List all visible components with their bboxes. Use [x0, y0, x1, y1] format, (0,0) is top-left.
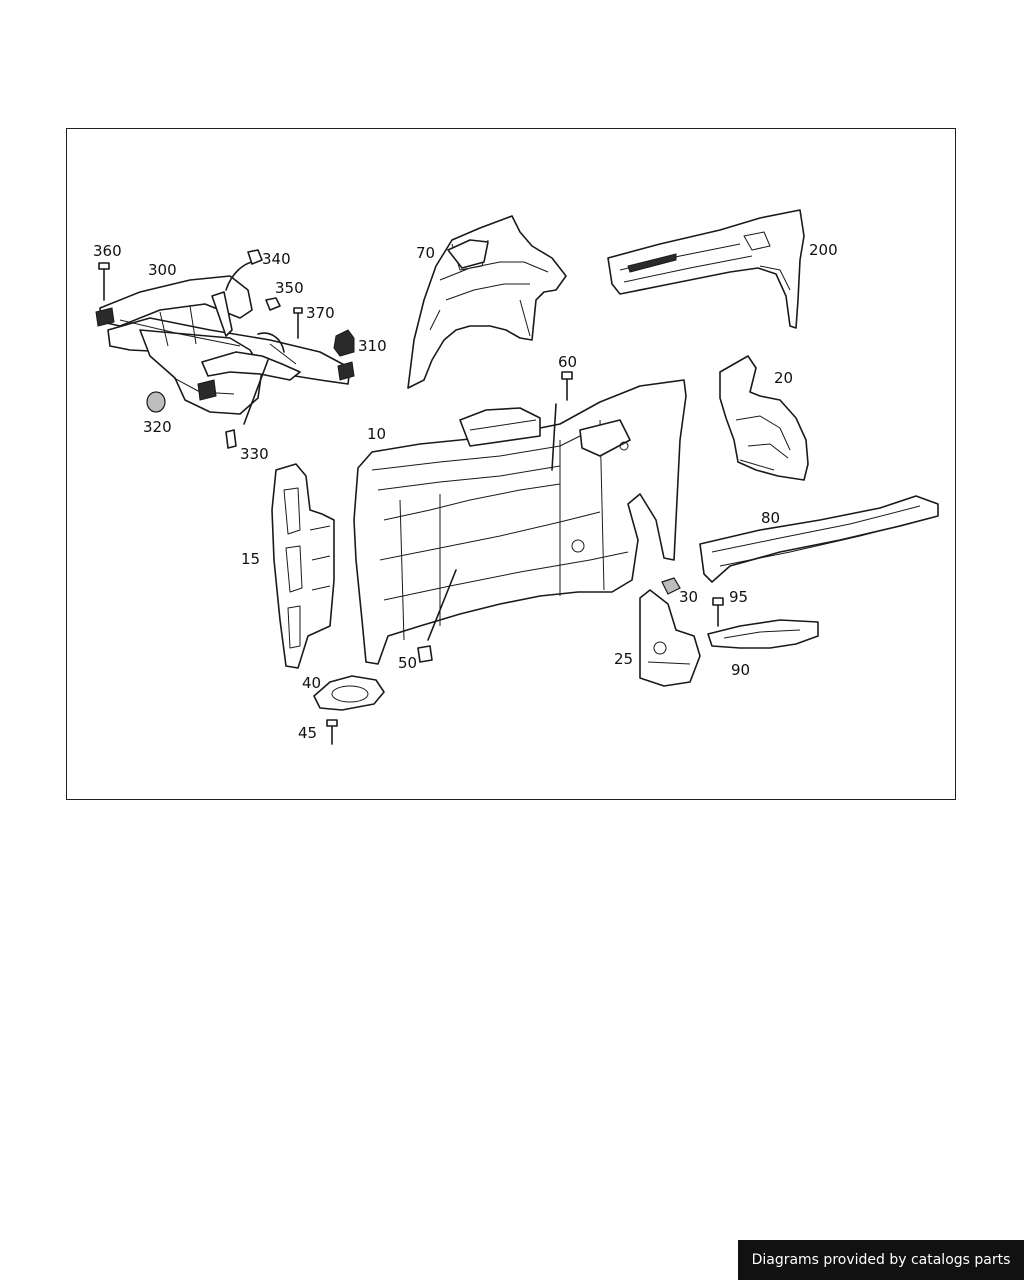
part-80-lower-rail[interactable]	[699, 495, 939, 583]
part-40-cover[interactable]	[313, 675, 385, 711]
callout-90: 90	[731, 661, 750, 679]
part-70-wheelhouse[interactable]	[407, 215, 567, 389]
callout-330: 330	[240, 445, 269, 463]
credit-text: Diagrams provided by catalogs parts	[751, 1252, 1011, 1268]
part-90-plate[interactable]	[707, 619, 819, 649]
callout-60: 60	[558, 353, 577, 371]
part-200-upper-rail[interactable]	[607, 209, 805, 329]
callout-350: 350	[275, 279, 304, 297]
part-20-bracket[interactable]	[719, 355, 809, 481]
credit-badge: Diagrams provided by catalogs parts	[738, 1240, 1024, 1280]
part-50-clip[interactable]	[417, 645, 433, 663]
callout-95: 95	[729, 588, 748, 606]
part-360-bolt[interactable]	[98, 262, 110, 301]
callout-30: 30	[679, 588, 698, 606]
callout-50: 50	[398, 654, 417, 672]
callout-370: 370	[306, 304, 335, 322]
part-310-mount[interactable]	[333, 329, 355, 357]
part-370-bolt[interactable]	[293, 307, 303, 339]
part-340-nut[interactable]	[247, 249, 263, 265]
part-95-bolt[interactable]	[712, 597, 724, 627]
callout-25: 25	[614, 650, 633, 668]
callout-360: 360	[93, 242, 122, 260]
part-10-front-structure[interactable]	[353, 379, 687, 665]
callout-200: 200	[809, 241, 838, 259]
part-350-nut[interactable]	[265, 297, 281, 311]
part-60-bolt[interactable]	[561, 371, 573, 401]
part-45-bolt[interactable]	[326, 719, 338, 745]
callout-20: 20	[774, 369, 793, 387]
part-320-bushing[interactable]	[146, 391, 166, 413]
callout-45: 45	[298, 724, 317, 742]
callout-340: 340	[262, 250, 291, 268]
part-330-bolt[interactable]	[225, 429, 237, 449]
callout-10: 10	[367, 425, 386, 443]
callout-80: 80	[761, 509, 780, 527]
callout-70: 70	[416, 244, 435, 262]
part-30-nut[interactable]	[661, 577, 681, 595]
callout-320: 320	[143, 418, 172, 436]
part-15-bulkhead-panel[interactable]	[271, 463, 335, 669]
part-25-bracket[interactable]	[639, 589, 701, 687]
callout-300: 300	[148, 261, 177, 279]
callout-310: 310	[358, 337, 387, 355]
callout-40: 40	[302, 674, 321, 692]
part-300-subframe[interactable]	[95, 261, 355, 425]
callout-15: 15	[241, 550, 260, 568]
